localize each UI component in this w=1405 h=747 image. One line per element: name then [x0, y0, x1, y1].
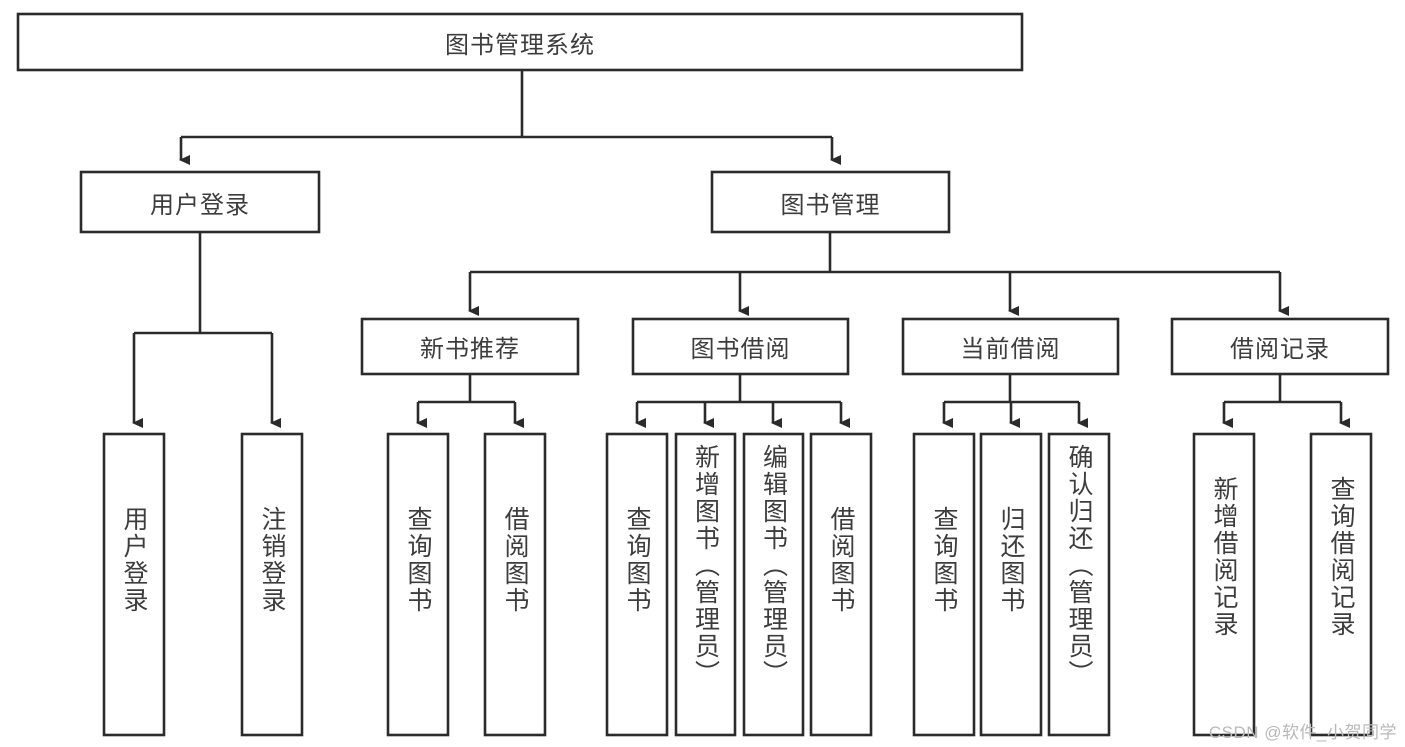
node-leaf-add-record[interactable] — [1192, 432, 1256, 737]
connector-new-book-recommend-to-leaves — [416, 374, 524, 428]
node-leaf-return-book[interactable] — [979, 432, 1043, 737]
connector-book-borrow-to-leaves — [635, 374, 850, 428]
node-leaf-borrow-book-2[interactable] — [809, 432, 873, 737]
connector-root-to-level2 — [179, 70, 841, 165]
node-borrow-record[interactable] — [1170, 317, 1390, 376]
connector-user-login-to-leaves — [132, 232, 281, 428]
connector-current-borrow-to-leaves — [942, 374, 1088, 428]
node-leaf-borrow-book-1[interactable] — [483, 432, 547, 737]
csdn-watermark: CSDN @软件_小贺同学 — [1208, 723, 1397, 742]
node-leaf-logout-login[interactable] — [240, 432, 304, 737]
node-leaf-query-book-2[interactable] — [605, 432, 669, 737]
node-user-login[interactable] — [79, 170, 321, 234]
connector-book-manage-to-level3 — [468, 232, 1289, 316]
node-new-book-recommend[interactable] — [360, 317, 580, 376]
node-book-manage[interactable] — [710, 170, 951, 234]
node-book-borrow[interactable] — [631, 317, 850, 376]
node-leaf-query-book-1[interactable] — [386, 432, 450, 737]
node-leaf-user-login[interactable] — [102, 432, 166, 737]
node-current-borrow[interactable] — [901, 317, 1120, 376]
connector-borrow-record-to-leaves — [1222, 374, 1350, 428]
node-leaf-query-book-3[interactable] — [912, 432, 976, 737]
node-root[interactable] — [16, 12, 1024, 72]
node-leaf-edit-book[interactable] — [742, 432, 805, 737]
node-leaf-add-book[interactable] — [674, 432, 737, 737]
node-leaf-confirm-return[interactable] — [1047, 432, 1111, 737]
node-leaf-query-record[interactable] — [1309, 432, 1373, 737]
